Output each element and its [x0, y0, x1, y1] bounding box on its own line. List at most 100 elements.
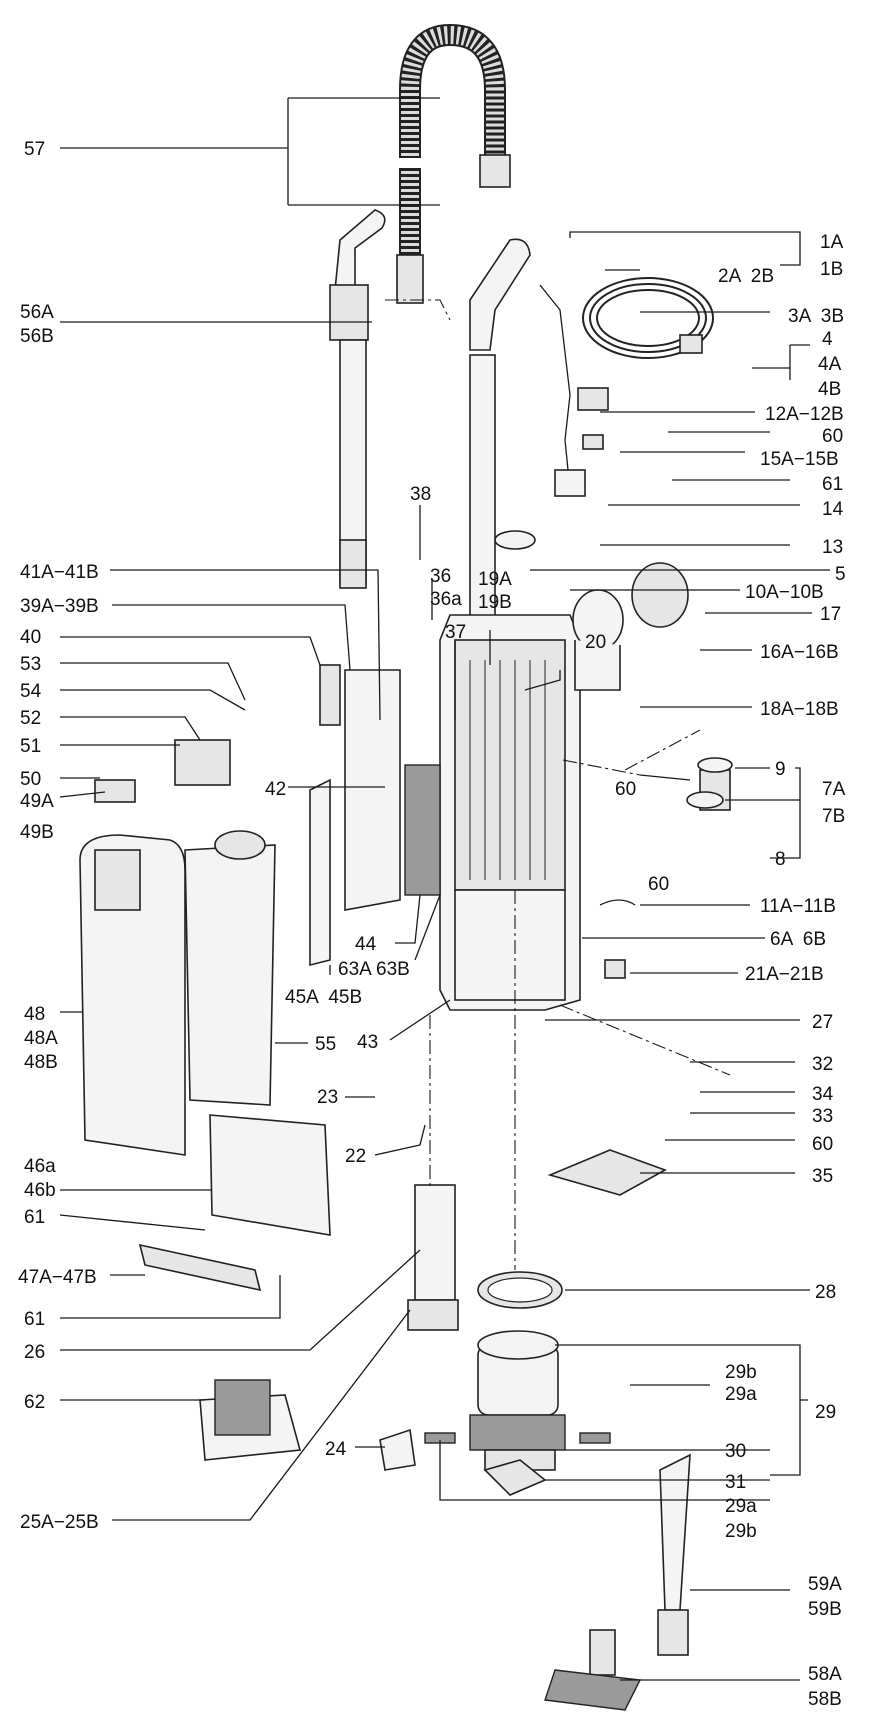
upholstery-tool-58-neck	[589, 1629, 616, 1676]
label-40: 40	[20, 627, 41, 648]
cord-4	[539, 277, 714, 491]
filter-44	[404, 764, 441, 896]
door-window	[94, 849, 141, 911]
label-59b: 59B	[808, 1599, 842, 1620]
label-29a-top: 29a	[725, 1384, 757, 1405]
label-16: 16A−16B	[760, 642, 839, 663]
part-16	[631, 562, 689, 628]
label-51: 51	[20, 736, 41, 757]
label-48a: 48A	[24, 1028, 58, 1049]
wand-56	[329, 209, 386, 589]
bag-55	[184, 844, 276, 1106]
label-4a: 4A	[818, 354, 842, 375]
lower-cover-46	[209, 1114, 331, 1236]
label-7a: 7A	[822, 779, 846, 800]
label-18: 18A−18B	[760, 699, 839, 720]
label-38: 38	[410, 484, 431, 505]
label-10: 10A−10B	[745, 582, 824, 603]
label-54: 54	[20, 681, 42, 702]
label-57: 57	[24, 139, 45, 160]
label-6: 6A 6B	[770, 929, 826, 950]
trim-47	[138, 1243, 262, 1292]
label-24: 24	[325, 1439, 347, 1460]
label-19b: 19B	[478, 592, 512, 613]
crevice-tool-59	[659, 1453, 691, 1611]
label-26: 26	[24, 1342, 45, 1363]
label-36a: 36a	[430, 589, 462, 610]
label-4: 4	[822, 329, 833, 350]
label-56a: 56A	[20, 302, 54, 323]
label-29: 29	[815, 1402, 836, 1423]
label-7b: 7B	[822, 806, 845, 827]
label-55: 55	[315, 1034, 336, 1055]
crevice-tool-59-base	[657, 1609, 689, 1656]
label-5: 5	[835, 564, 846, 585]
label-11: 11A−11B	[760, 896, 836, 917]
label-20: 20	[585, 632, 606, 653]
part-40	[319, 664, 341, 726]
label-9: 9	[775, 759, 786, 780]
label-48: 48	[24, 1004, 45, 1025]
label-49b: 49B	[20, 822, 54, 843]
part-labels: 57 56A 56B 1A 1B 2A 2B 3A 3B 4 4A 4B 12A…	[18, 139, 846, 1710]
label-28: 28	[815, 1282, 836, 1303]
label-45: 45A 45B	[285, 987, 362, 1008]
label-60-mid: 60	[615, 779, 636, 800]
grille-45	[309, 778, 331, 967]
part-50	[94, 779, 136, 803]
label-12: 12A−12B	[765, 404, 844, 425]
label-52: 52	[20, 708, 41, 729]
holder-62-insert	[214, 1379, 271, 1436]
part-18-duct	[574, 640, 621, 691]
label-1b: 1B	[820, 259, 843, 280]
label-23: 23	[317, 1087, 338, 1108]
upholstery-tool-58	[544, 1669, 642, 1711]
label-31: 31	[725, 1472, 746, 1493]
label-44: 44	[355, 934, 377, 955]
label-49a: 49A	[20, 791, 54, 812]
leader-lines	[59, 97, 830, 1681]
label-60-bottom: 60	[812, 1134, 833, 1155]
part-7-top	[697, 757, 733, 773]
part-14	[582, 434, 604, 450]
label-47: 47A−47B	[18, 1267, 97, 1288]
main-body-6	[439, 614, 581, 1011]
label-22: 22	[345, 1146, 366, 1167]
label-39: 39A−39B	[20, 596, 99, 617]
label-36: 36	[430, 566, 451, 587]
label-35: 35	[812, 1166, 833, 1187]
label-15: 15A−15B	[760, 449, 839, 470]
label-59a: 59A	[808, 1574, 842, 1595]
part-21	[604, 959, 626, 979]
label-32: 32	[812, 1054, 833, 1075]
label-61-left: 61	[24, 1207, 45, 1228]
label-58b: 58B	[808, 1689, 842, 1710]
label-17: 17	[820, 604, 841, 625]
latch-52	[174, 739, 231, 786]
part-10	[494, 530, 536, 550]
label-53: 53	[20, 654, 41, 675]
switch-26	[414, 1184, 456, 1301]
label-14: 14	[822, 499, 844, 520]
label-61-lower: 61	[24, 1309, 45, 1330]
label-56b: 56B	[20, 326, 54, 347]
part-35	[547, 1149, 667, 1196]
label-50: 50	[20, 769, 41, 790]
label-60-low: 60	[648, 874, 669, 895]
label-61-top: 61	[822, 474, 843, 495]
label-25: 25A−25B	[20, 1512, 99, 1533]
switch-base	[407, 1299, 459, 1331]
label-29b-top: 29b	[725, 1362, 757, 1383]
label-27: 27	[812, 1012, 833, 1033]
part-11	[599, 899, 636, 906]
label-29a-bottom: 29a	[725, 1496, 757, 1517]
label-34: 34	[812, 1084, 834, 1105]
hose-57	[395, 23, 511, 304]
handle-1	[469, 238, 531, 621]
part-8-ring	[686, 791, 724, 809]
label-42: 42	[265, 779, 286, 800]
label-60-top: 60	[822, 426, 843, 447]
label-30: 30	[725, 1441, 746, 1462]
label-13: 13	[822, 537, 843, 558]
label-43: 43	[357, 1032, 378, 1053]
